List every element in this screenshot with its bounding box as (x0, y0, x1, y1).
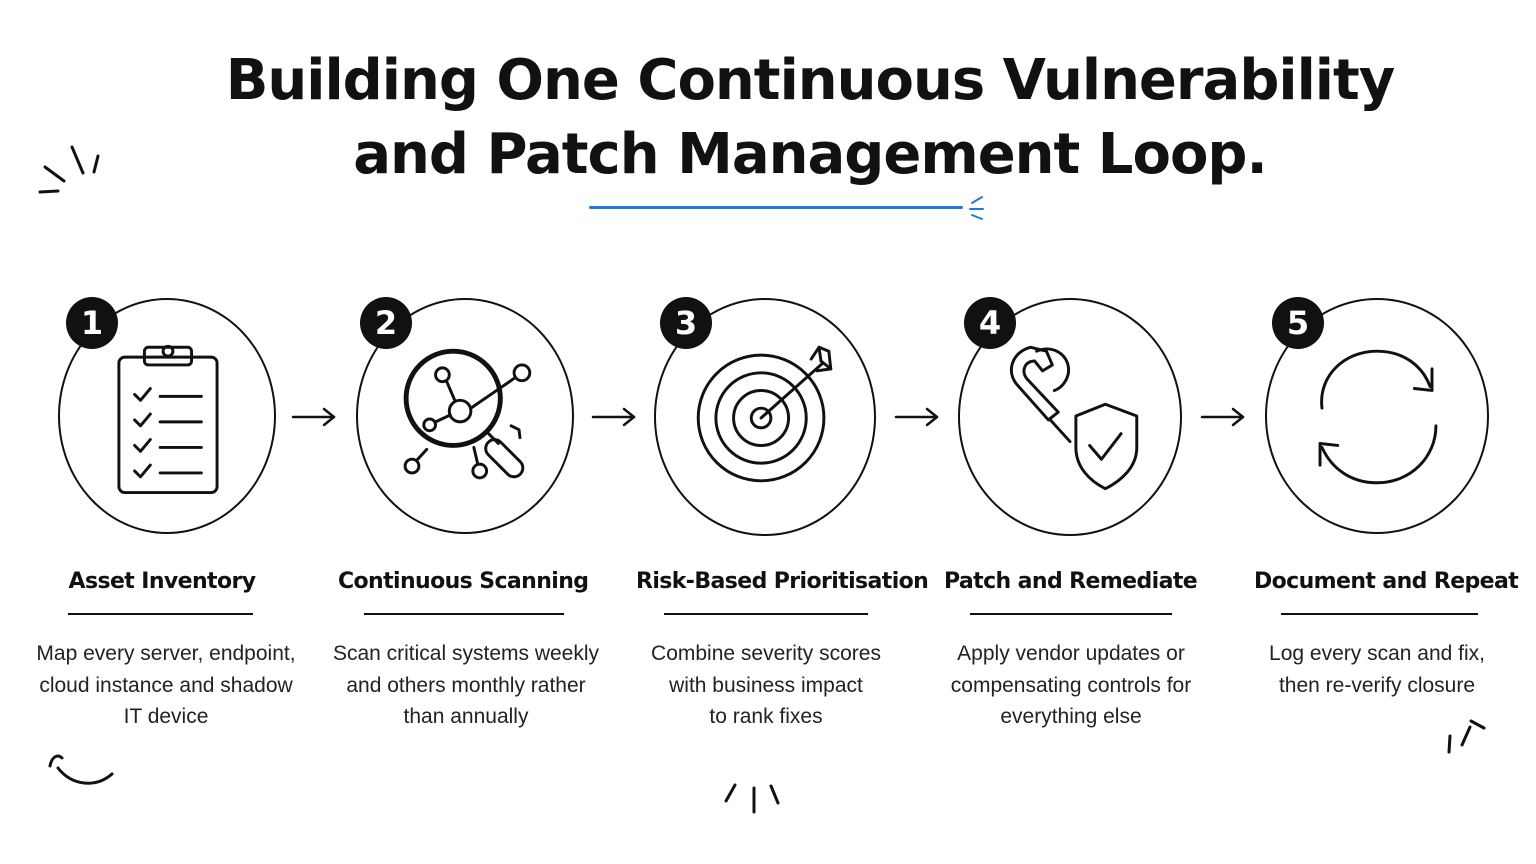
step-4-divider (970, 613, 1172, 615)
step-2-divider (364, 613, 564, 615)
arrow-right-icon (1200, 407, 1245, 427)
sparkle-bottom-right-icon (1447, 719, 1486, 754)
arrow-right-icon (894, 407, 939, 427)
title-underline (589, 206, 963, 209)
step-2-badge: 2 (360, 297, 412, 349)
step-3-badge: 3 (660, 297, 712, 349)
step-5-description: Log every scan and fix, then re-verify c… (1269, 642, 1485, 697)
magnifier-network-icon (403, 348, 532, 480)
arrow-right-icon (291, 407, 336, 427)
step-3-title: Risk-Based Prioritisation (636, 569, 929, 594)
step-5-divider (1281, 613, 1478, 615)
step-4-description: Apply vendor updates or compensating con… (950, 642, 1192, 728)
blue-sparkle-icon (969, 196, 984, 220)
step-1-title: Asset Inventory (68, 569, 257, 594)
step-4-title: Patch and Remediate (944, 569, 1198, 594)
step-1-divider (68, 613, 253, 615)
step-5-circle (1265, 298, 1489, 534)
step-3-description: Combine severity scores with business im… (651, 642, 881, 728)
arrow-right-icon (591, 407, 636, 427)
smile-doodle-icon (48, 754, 114, 785)
wrench-shield-icon (1010, 345, 1139, 491)
step-1-badge: 1 (66, 297, 118, 349)
page-title: Building One Continuous Vulnerability an… (0, 44, 1536, 192)
step-5-badge: 5 (1272, 297, 1324, 349)
sparkle-bottom-center-icon (724, 783, 780, 814)
title-line-1: Building One Continuous Vulnerability (225, 48, 1396, 113)
step-2-description: Scan critical systems weekly and others … (332, 642, 600, 728)
clipboard-checklist-icon (117, 344, 219, 495)
step-4-badge: 4 (964, 297, 1016, 349)
title-line-2: and Patch Management Loop. (353, 122, 1268, 187)
refresh-cycle-icon (1318, 349, 1438, 485)
target-arrow-icon (696, 345, 833, 483)
step-2-title: Continuous Scanning (338, 569, 589, 594)
step-1-description: Map every server, endpoint, cloud instan… (36, 642, 296, 728)
step-3-divider (664, 613, 868, 615)
step-5-title: Document and Repeat (1254, 569, 1519, 594)
